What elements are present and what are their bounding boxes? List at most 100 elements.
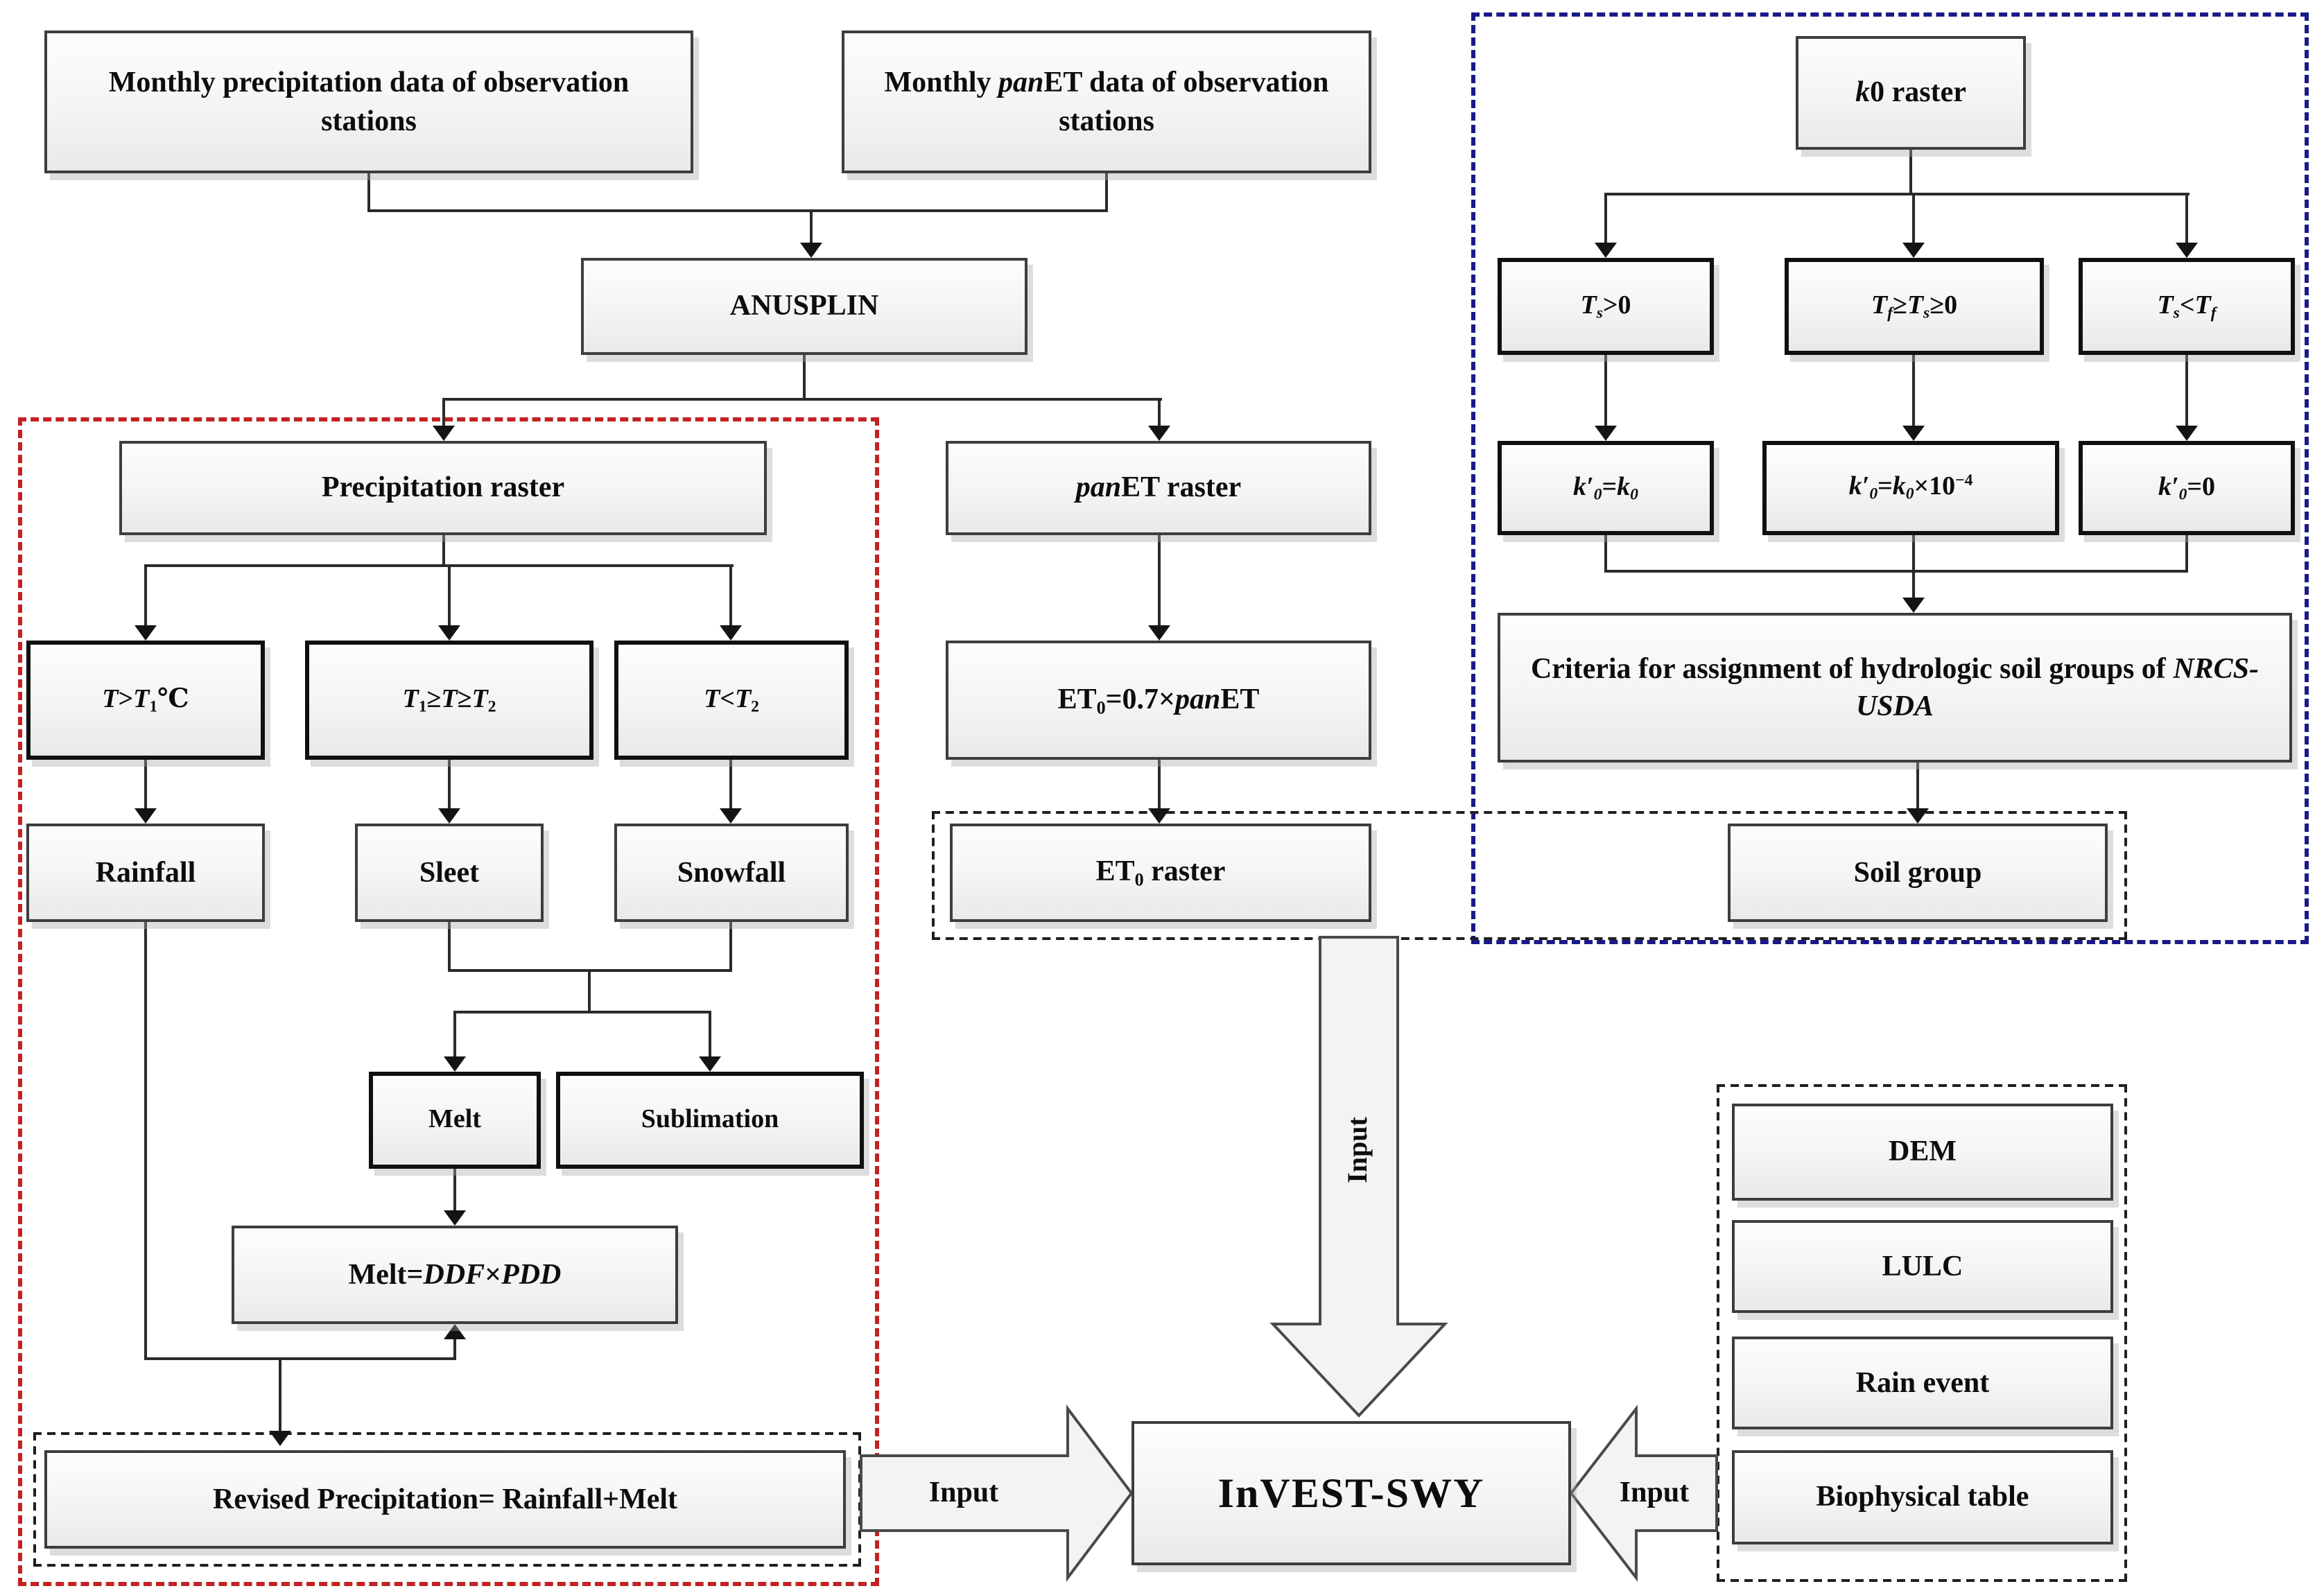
arrowhead-up bbox=[444, 1324, 466, 1339]
big-input-arrow-left bbox=[860, 1404, 1134, 1582]
connector-line bbox=[1916, 763, 1919, 812]
connector-line bbox=[442, 398, 1162, 401]
node-lulc: LULC bbox=[1732, 1220, 2113, 1313]
connector-line bbox=[1105, 173, 1108, 212]
invest-inputs-dashed-group bbox=[1717, 1084, 2127, 1582]
connector-line bbox=[810, 212, 813, 247]
arrowhead-down bbox=[2176, 243, 2198, 258]
node-t-lt-t2: T<T2 bbox=[614, 641, 849, 760]
connector-line bbox=[367, 173, 370, 212]
arrowhead-down bbox=[444, 1210, 466, 1226]
connector-line bbox=[1912, 535, 1915, 602]
arrowhead-down bbox=[1148, 625, 1170, 641]
connector-line bbox=[144, 760, 147, 812]
node-precipitation-raster: Precipitation raster bbox=[119, 441, 767, 535]
node-melt-formula: Melt=DDF×PDD bbox=[232, 1226, 678, 1324]
arrowhead-down bbox=[135, 808, 157, 824]
arrowhead-down bbox=[1595, 426, 1617, 441]
connector-line bbox=[144, 1357, 456, 1360]
node-ts-gt-0: Ts>0 bbox=[1498, 258, 1714, 355]
node-rainfall: Rainfall bbox=[26, 824, 265, 922]
connector-line bbox=[1158, 535, 1161, 629]
et0-soilgroup-dashed-group bbox=[932, 811, 2127, 940]
connector-line bbox=[1604, 535, 1607, 573]
node-tf-ts-0: Tf≥Ts≥0 bbox=[1785, 258, 2044, 355]
node-soil-group: Soil group bbox=[1728, 824, 2108, 922]
node-kprime-eq-0: k′0=0 bbox=[2079, 441, 2295, 535]
arrowhead-down bbox=[438, 808, 460, 824]
input-label-right: Input bbox=[1619, 1475, 1690, 1508]
connector-line bbox=[1909, 150, 1912, 195]
node-snowfall: Snowfall bbox=[614, 824, 849, 922]
arrowhead-down bbox=[433, 426, 455, 441]
connector-line bbox=[803, 355, 806, 401]
connector-line bbox=[453, 1169, 456, 1215]
connector-line bbox=[144, 564, 734, 567]
connector-line bbox=[448, 760, 451, 812]
arrowhead-down bbox=[1595, 243, 1617, 258]
connector-line bbox=[453, 1011, 711, 1013]
arrowhead-down bbox=[1907, 808, 1929, 824]
soil-branch-blue-dashed-group bbox=[1471, 12, 2309, 944]
arrowhead-down bbox=[699, 1056, 721, 1072]
arrowhead-down bbox=[269, 1431, 291, 1446]
connector-line bbox=[144, 922, 147, 1360]
connector-line bbox=[1604, 193, 2189, 195]
connector-line bbox=[279, 1357, 281, 1440]
node-t1-geq-t-geq-t2: T1≥T≥T2 bbox=[305, 641, 593, 760]
connector-line bbox=[1912, 194, 1915, 247]
node-ts-lt-tf: Ts<Tf bbox=[2079, 258, 2295, 355]
connector-line bbox=[448, 922, 451, 972]
node-kprime-eq-k0x10-4: k′0=k0×10−4 bbox=[1762, 441, 2059, 535]
connector-line bbox=[588, 969, 591, 1013]
node-sleet: Sleet bbox=[355, 824, 544, 922]
connector-line bbox=[448, 566, 451, 629]
input-label-vertical: Input bbox=[1343, 1117, 1373, 1183]
connector-line bbox=[453, 1339, 456, 1360]
node-revised-precipitation: Revised Precipitation= Rainfall+Melt bbox=[44, 1450, 846, 1549]
node-panet-raster: panET raster bbox=[946, 441, 1371, 535]
connector-line bbox=[729, 760, 732, 812]
node-t-gt-t1: T>T1℃ bbox=[26, 641, 265, 760]
input-label-left: Input bbox=[928, 1475, 999, 1508]
arrowhead-down bbox=[720, 808, 742, 824]
connector-line bbox=[2185, 355, 2188, 430]
node-monthly-precip-data: Monthly precipitation data of observatio… bbox=[44, 31, 693, 173]
node-k0-raster: k0 raster bbox=[1796, 36, 2026, 150]
node-criteria-nrcs-usda: Criteria for assignment of hydrologic so… bbox=[1498, 613, 2292, 763]
big-input-arrow-right bbox=[1569, 1404, 1718, 1582]
node-melt: Melt bbox=[369, 1072, 541, 1169]
node-et0-raster: ET0 raster bbox=[950, 824, 1371, 922]
node-sublimation: Sublimation bbox=[556, 1072, 864, 1169]
node-kprime-eq-k0: k′0=k0 bbox=[1498, 441, 1714, 535]
arrowhead-down bbox=[800, 243, 822, 258]
connector-line bbox=[1158, 760, 1161, 812]
arrowhead-down bbox=[444, 1056, 466, 1072]
connector-line bbox=[2185, 194, 2188, 247]
connector-line bbox=[144, 566, 147, 629]
connector-line bbox=[1604, 570, 2188, 573]
node-invest-swy: InVEST-SWY bbox=[1131, 1421, 1571, 1565]
connector-line bbox=[709, 1011, 711, 1061]
connector-line bbox=[1604, 194, 1607, 247]
node-anusplin: ANUSPLIN bbox=[581, 258, 1027, 355]
big-input-arrow-vertical bbox=[1269, 936, 1448, 1418]
connector-line bbox=[729, 566, 732, 629]
node-dem: DEM bbox=[1732, 1104, 2113, 1201]
arrowhead-down bbox=[1148, 426, 1170, 441]
node-monthly-panet-data: Monthly panET data of observation statio… bbox=[842, 31, 1371, 173]
node-rain-event: Rain event bbox=[1732, 1337, 2113, 1429]
arrowhead-down bbox=[1902, 243, 1925, 258]
arrowhead-down bbox=[1902, 426, 1925, 441]
connector-line bbox=[1604, 355, 1607, 430]
connector-line bbox=[729, 922, 732, 972]
connector-line bbox=[1158, 399, 1161, 430]
node-et0-formula: ET0=0.7×panET bbox=[946, 641, 1371, 760]
precipitation-branch-red-dashed-group bbox=[18, 417, 879, 1586]
connector-line bbox=[453, 1011, 456, 1061]
connector-line bbox=[442, 535, 445, 567]
connector-line bbox=[442, 399, 445, 430]
arrowhead-down bbox=[135, 625, 157, 641]
